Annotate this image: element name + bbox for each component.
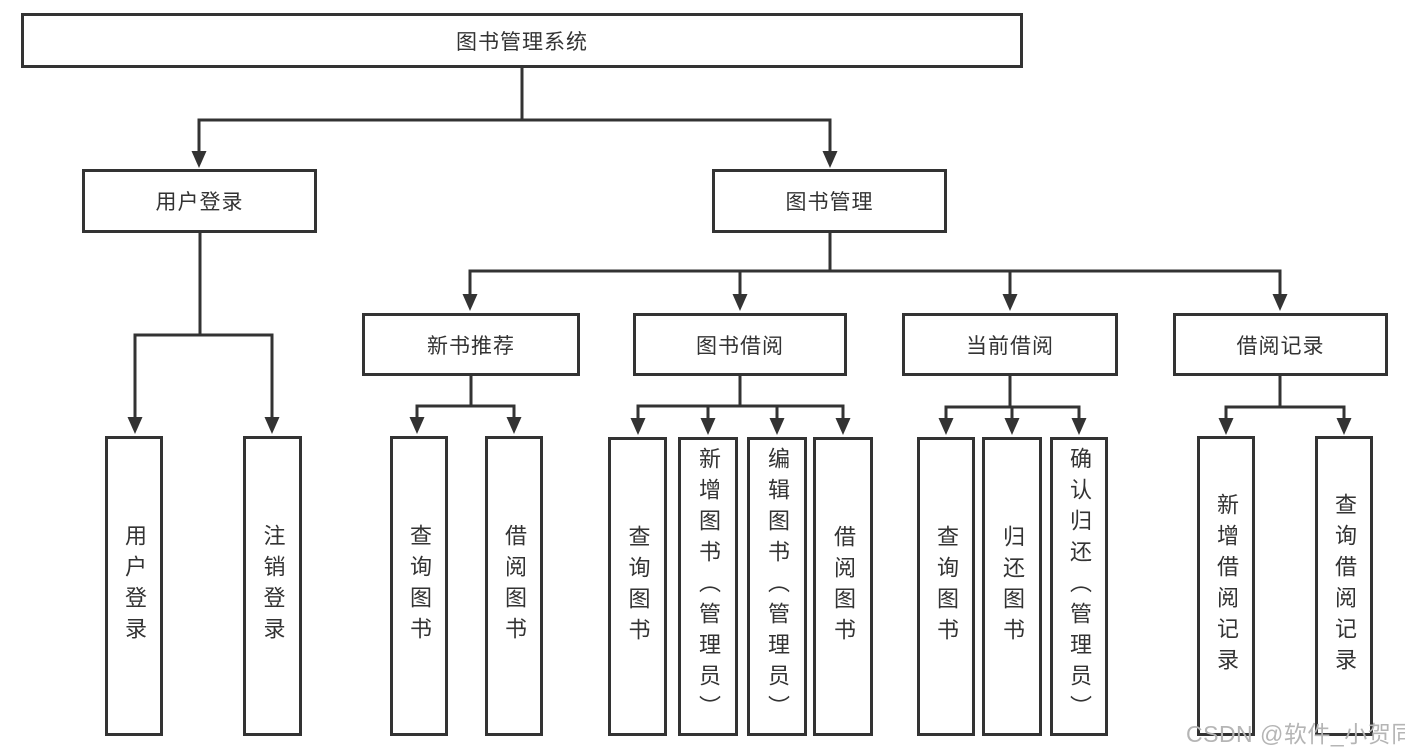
csdn-watermark: CSDN @软件_小贺同学: [1186, 721, 1405, 747]
node-new-book-recommend-label: 新书推荐: [427, 334, 515, 358]
node-borrow-records: 借阅记录: [1173, 313, 1388, 376]
node-root-label: 图书管理系统: [456, 30, 588, 54]
node-leaf-cb-confirm-return-label: 确认归还（管理员）: [1067, 447, 1092, 726]
node-leaf-bb-edit-book: 编辑图书（管理员）: [747, 437, 807, 736]
node-new-book-recommend: 新书推荐: [362, 313, 580, 376]
node-leaf-user-login-label: 用户登录: [122, 524, 147, 648]
node-leaf-cb-query-book-label: 查询图书: [934, 524, 959, 649]
node-book-borrow: 图书借阅: [633, 313, 847, 376]
node-leaf-bb-query-book-label: 查询图书: [625, 524, 651, 649]
node-leaf-bb-borrow-book: 借阅图书: [813, 437, 873, 736]
node-leaf-cb-return-book-label: 归还图书: [1000, 524, 1025, 649]
node-leaf-rec-borrow-book-label: 借阅图书: [502, 524, 527, 648]
arrowheads: [127, 151, 1352, 435]
node-leaf-cb-return-book: 归还图书: [982, 437, 1042, 736]
node-leaf-cb-confirm-return: 确认归还（管理员）: [1050, 437, 1108, 736]
node-leaf-bb-borrow-book-label: 借阅图书: [831, 524, 856, 649]
node-leaf-rec-query-book-label: 查询图书: [407, 524, 432, 648]
node-leaf-br-query-record-label: 查询借阅记录: [1332, 493, 1357, 679]
node-user-login-label: 用户登录: [155, 191, 244, 214]
node-leaf-user-login: 用户登录: [105, 436, 163, 736]
node-leaf-bb-add-book: 新增图书（管理员）: [678, 437, 738, 736]
node-leaf-bb-add-book-label: 新增图书（管理员）: [696, 447, 721, 726]
node-leaf-rec-borrow-book: 借阅图书: [485, 436, 543, 736]
node-root: 图书管理系统: [21, 13, 1023, 68]
node-leaf-logout-label: 注销登录: [260, 524, 286, 648]
node-leaf-br-query-record: 查询借阅记录: [1315, 436, 1373, 736]
node-leaf-rec-query-book: 查询图书: [390, 436, 448, 736]
node-leaf-bb-edit-book-label: 编辑图书（管理员）: [765, 447, 790, 726]
node-leaf-logout: 注销登录: [243, 436, 302, 736]
node-leaf-cb-query-book: 查询图书: [917, 437, 975, 736]
node-book-management-label: 图书管理: [785, 191, 874, 214]
node-leaf-br-add-record: 新增借阅记录: [1197, 436, 1255, 736]
node-leaf-bb-query-book: 查询图书: [608, 437, 667, 736]
node-current-borrow-label: 当前借阅: [966, 334, 1054, 358]
node-current-borrow: 当前借阅: [902, 313, 1118, 376]
node-book-borrow-label: 图书借阅: [696, 334, 784, 358]
node-leaf-br-add-record-label: 新增借阅记录: [1214, 493, 1239, 679]
node-borrow-records-label: 借阅记录: [1236, 334, 1325, 358]
node-book-management: 图书管理: [712, 169, 947, 233]
node-user-login: 用户登录: [82, 169, 317, 233]
